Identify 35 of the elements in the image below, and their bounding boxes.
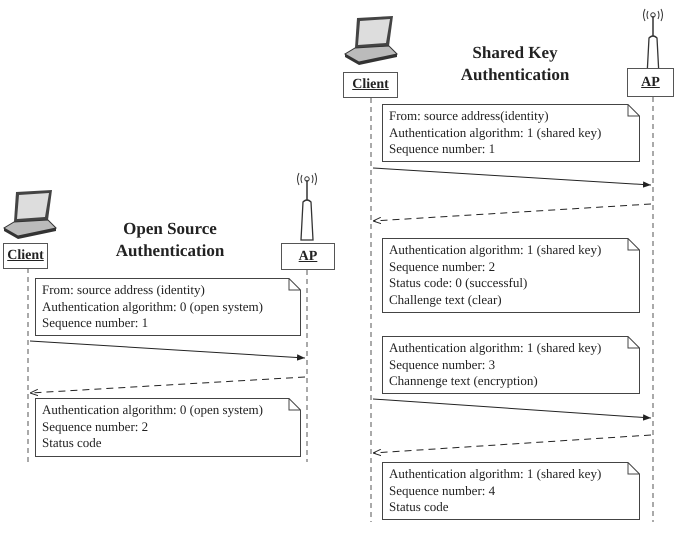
message-arrow [30, 340, 306, 361]
note-text: Authentication algorithm: 0 (open system) [41, 402, 264, 418]
note-text: Sequence number: 1 [41, 315, 150, 332]
note-text: Authentication algorithm: 1 (shared key) [388, 466, 602, 482]
actor-name: AP [298, 248, 318, 264]
message-arrow [372, 398, 652, 421]
note-text: Status code [41, 435, 103, 452]
actor-name: Client [352, 77, 389, 93]
actor-box [3, 243, 48, 269]
diagram-heading: Open Source Authentication [114, 218, 226, 262]
message-arrow [30, 376, 306, 396]
note-text: From: source address (identity) [41, 282, 206, 298]
message-arrow [372, 434, 652, 456]
note-text: Status code [388, 499, 450, 516]
message-arrow [372, 168, 652, 188]
note-text: Sequence number: 2 [41, 418, 150, 435]
note-text: Authentication algorithm: 1 (shared key) [388, 340, 602, 356]
actor-name: Client [7, 248, 44, 264]
actor-box [627, 68, 674, 97]
note-text: Challenge text (clear) [388, 292, 503, 308]
note-text: Sequence number: 2 [388, 258, 496, 275]
diagram-heading: Shared Key Authentication [460, 42, 570, 86]
actor-box [343, 72, 398, 98]
note-text: Authentication algorithm: 1 (shared key) [388, 124, 602, 141]
actor-name: AP [641, 74, 660, 90]
note-text: Sequence number: 1 [388, 141, 496, 158]
note-text: Sequence number: 4 [388, 482, 496, 499]
note-text: Authentication algorithm: 1 (shared key) [388, 242, 602, 258]
note-text: From: source address(identity) [388, 108, 550, 124]
note-text: Sequence number: 3 [388, 356, 496, 373]
note-text: Channenge text (encryption) [388, 373, 539, 390]
message-arrow [372, 204, 652, 224]
actor-box [281, 243, 335, 270]
note-text: Status code: 0 (successful) [388, 275, 528, 292]
note-text: Authentication algorithm: 0 (open system) [41, 298, 264, 315]
